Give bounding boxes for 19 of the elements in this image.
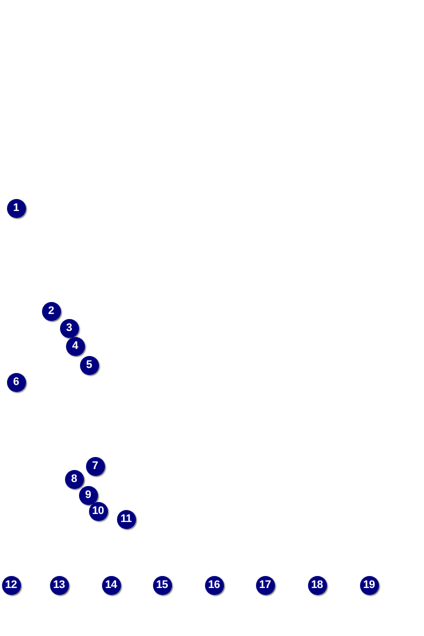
callout-number: 10 [88,502,108,520]
callout-number: 2 [42,302,60,320]
callout-number: 12 [2,576,20,594]
callout-number: 1 [6,198,26,218]
callout-number: 9 [78,486,98,504]
callout-number: 14 [102,576,120,594]
callout-number: 7 [86,456,104,476]
callout-number: 15 [152,576,172,594]
callout-number: 13 [50,576,68,594]
callout-number: 8 [64,470,84,488]
callout-number: 17 [256,576,274,594]
callout-number: 4 [66,336,84,356]
callout-number: 6 [6,372,26,392]
callout-number: 16 [204,576,224,594]
callout-number: 5 [80,356,98,374]
callout-number: 3 [60,318,78,338]
callout-number: 11 [116,510,136,528]
callout-number: 18 [308,576,326,594]
callout-number: 19 [360,576,378,594]
